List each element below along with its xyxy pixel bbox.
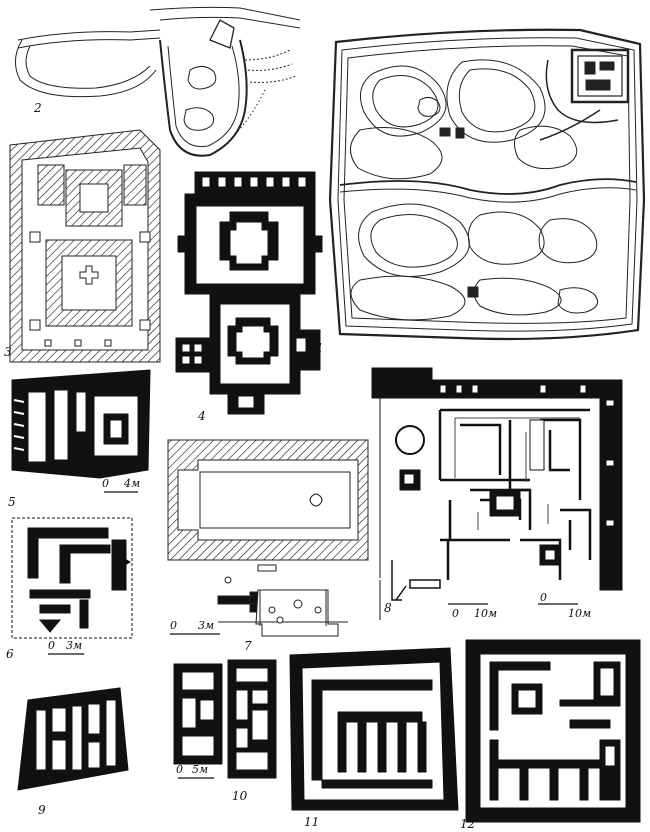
scale-bars bbox=[48, 491, 578, 779]
plan-6-building-plan bbox=[11, 517, 133, 639]
plan-10-building-plan bbox=[173, 659, 277, 779]
figure-number-5: 5 bbox=[8, 495, 16, 509]
plan-9-building-plan bbox=[17, 687, 129, 791]
scale-8b-start: 0 bbox=[540, 591, 547, 604]
figure-number-2: 2 bbox=[34, 101, 42, 115]
scale-10-end: 5м bbox=[192, 763, 209, 776]
scale-7-end: 3м bbox=[198, 619, 215, 632]
figure-number-11: 11 bbox=[304, 815, 320, 829]
scale-6-start: 0 bbox=[48, 639, 55, 652]
scale-6-end: 3м bbox=[66, 639, 83, 652]
plan-2-fortress-map bbox=[15, 6, 301, 157]
figure-number-6: 6 bbox=[6, 647, 14, 661]
figure-number-12: 12 bbox=[460, 817, 476, 831]
scale-10-start: 0 bbox=[176, 763, 183, 776]
plan-12-square-fort-plan bbox=[465, 639, 641, 823]
figure-number-3: 3 bbox=[4, 345, 12, 359]
plan-4-temple-complex bbox=[175, 171, 323, 415]
scale-7-start: 0 bbox=[170, 619, 177, 632]
figure-number-8: 8 bbox=[384, 601, 392, 615]
plan-5-building-plan bbox=[11, 369, 151, 479]
plan-8-palace-plan bbox=[371, 367, 623, 620]
scale-8b-end: 10м bbox=[568, 607, 592, 620]
figure-number-9: 9 bbox=[38, 803, 46, 817]
scale-8a-end: 10м bbox=[474, 607, 498, 620]
figure-number-10: 10 bbox=[232, 789, 248, 803]
scale-8a-start: 0 bbox=[452, 607, 459, 620]
scale-5-start: 0 bbox=[102, 477, 109, 490]
plan-7-hall-plan bbox=[167, 439, 369, 637]
plan-1-site-map bbox=[328, 28, 646, 341]
scale-5-end: 4м bbox=[124, 477, 141, 490]
figure-number-1: 1 bbox=[316, 341, 324, 355]
figure-number-7: 7 bbox=[244, 639, 252, 653]
plan-11-courtyard-plan bbox=[289, 647, 459, 811]
figure-number-4: 4 bbox=[198, 409, 206, 423]
plan-3-temple-plan bbox=[9, 129, 161, 363]
